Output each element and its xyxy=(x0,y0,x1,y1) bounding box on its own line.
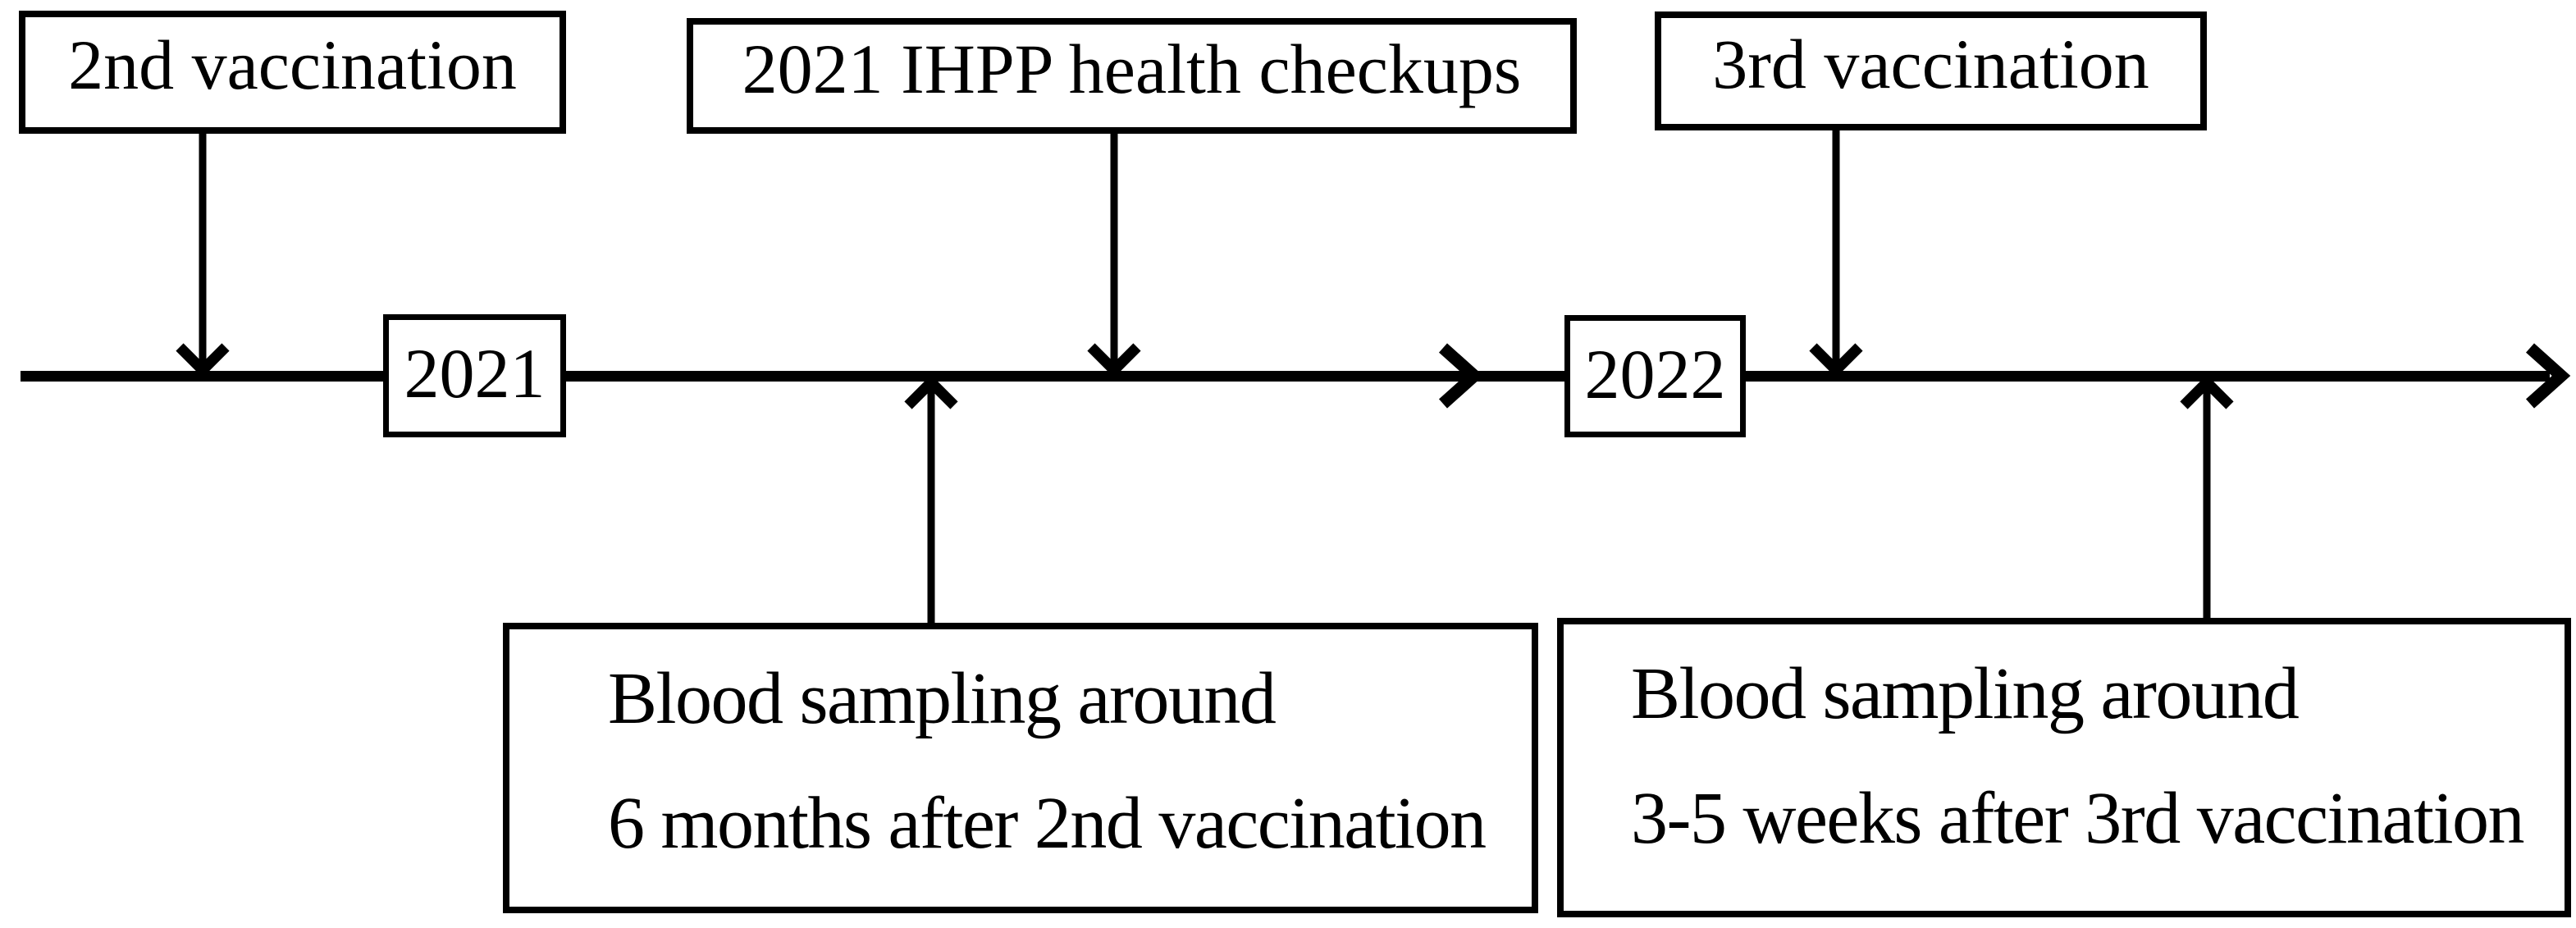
down-arrow-2nd-vaccination xyxy=(176,134,230,378)
up-arrowhead-icon xyxy=(904,374,958,409)
event-box-blood-sampling-2nd: Blood sampling around 6 months after 2nd… xyxy=(503,623,1538,913)
up-arrow-blood-sampling-2nd xyxy=(904,374,958,623)
down-arrowhead-icon xyxy=(1809,343,1863,378)
year-marker-2022: 2022 xyxy=(1564,315,1746,437)
year-label: 2021 xyxy=(404,334,546,413)
timeline-mid-arrowhead-icon xyxy=(1438,343,1484,409)
event-label: 2nd vaccination xyxy=(68,25,517,104)
event-label-line1: Blood sampling around xyxy=(1631,653,2300,734)
year-marker-2021: 2021 xyxy=(383,314,566,437)
down-arrow-ihpp-checkups xyxy=(1087,134,1141,378)
up-arrow-blood-sampling-3rd xyxy=(2180,374,2234,618)
down-arrowhead-icon xyxy=(1087,343,1141,378)
event-box-3rd-vaccination: 3rd vaccination xyxy=(1655,11,2207,130)
event-label-line2: 3-5 weeks after 3rd vaccination xyxy=(1631,778,2525,859)
event-box-ihpp-health-checkups: 2021 IHPP health checkups xyxy=(687,18,1577,134)
down-arrowhead-icon xyxy=(176,343,230,378)
up-arrowhead-icon xyxy=(2180,374,2234,409)
event-box-2nd-vaccination: 2nd vaccination xyxy=(19,11,566,134)
timeline-end-arrowhead-icon xyxy=(2525,343,2571,409)
event-label-line1: Blood sampling around xyxy=(608,658,1277,739)
year-label: 2022 xyxy=(1584,334,1726,414)
event-label-line2: 6 months after 2nd vaccination xyxy=(608,783,1487,864)
event-label: 3rd vaccination xyxy=(1712,24,2149,103)
event-label: 2021 IHPP health checkups xyxy=(742,29,1522,108)
event-box-blood-sampling-3rd: Blood sampling around 3-5 weeks after 3r… xyxy=(1557,618,2571,917)
down-arrow-3rd-vaccination xyxy=(1809,130,1863,378)
timeline-axis xyxy=(21,371,2550,382)
